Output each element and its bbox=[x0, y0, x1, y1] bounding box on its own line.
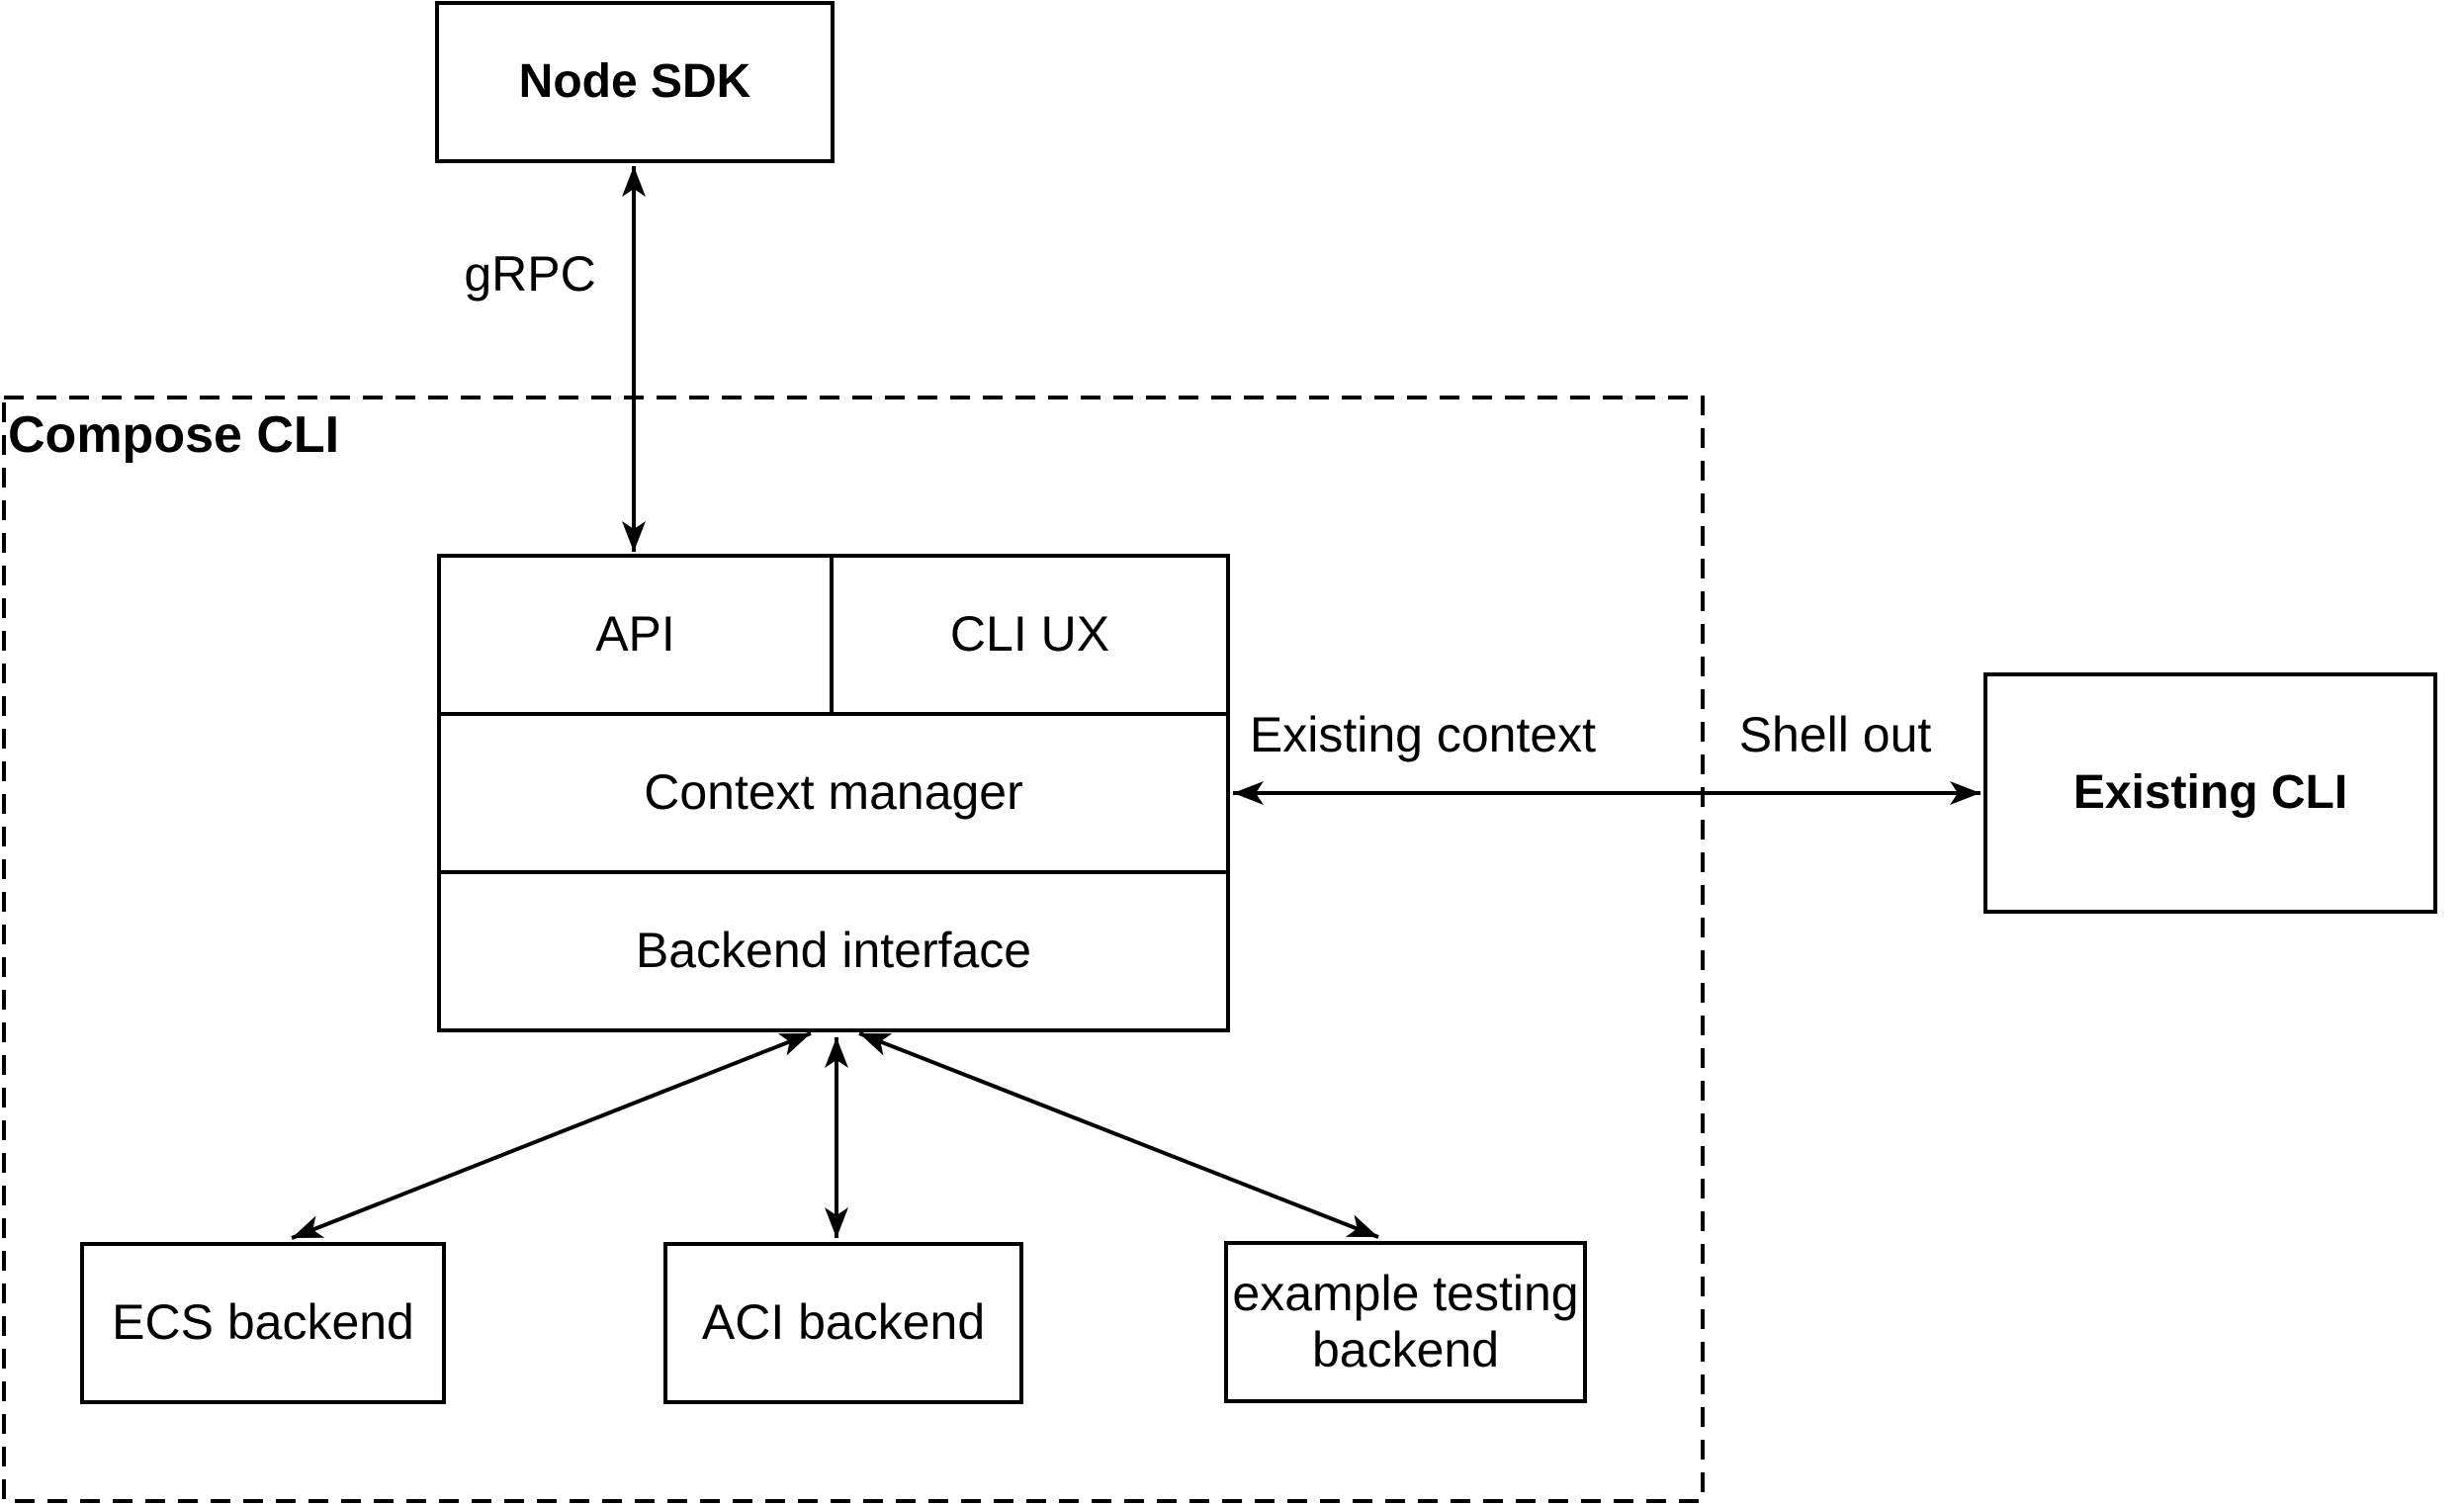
compose-cli-container-box bbox=[2, 396, 1705, 1503]
context-manager-label: Context manager bbox=[644, 764, 1023, 821]
compose-cli-label: Compose CLI bbox=[8, 406, 340, 465]
example-testing-backend-box bbox=[1224, 1241, 1587, 1403]
ecs-backend-label: ECS backend bbox=[112, 1294, 414, 1351]
existing-cli-label: Existing CLI bbox=[2072, 766, 2348, 820]
api-label: API bbox=[595, 606, 675, 663]
existing-cli-box bbox=[1983, 672, 2437, 914]
example-testing-backend-label-line1: example testing bbox=[1232, 1265, 1579, 1321]
aci-backend-label: ACI backend bbox=[701, 1294, 986, 1351]
grpc-edge-label: gRPC bbox=[464, 246, 596, 303]
example-testing-backend-label: example testing backend bbox=[1226, 1243, 1585, 1401]
example-backend-arrow bbox=[858, 1031, 1379, 1239]
node-sdk-label: Node SDK bbox=[518, 55, 751, 109]
existing-context-edge-label: Existing context bbox=[1249, 707, 1597, 763]
ecs-backend-arrow bbox=[291, 1031, 812, 1240]
ecs-backend-box bbox=[80, 1242, 446, 1404]
aci-backend-box bbox=[663, 1242, 1023, 1404]
cli-ux-label: CLI UX bbox=[949, 606, 1110, 663]
node-sdk-box bbox=[435, 1, 835, 163]
shell-out-edge-label: Shell out bbox=[1738, 707, 1932, 763]
backend-interface-label: Backend interface bbox=[635, 923, 1032, 979]
example-testing-backend-label-line2: backend bbox=[1311, 1322, 1500, 1377]
